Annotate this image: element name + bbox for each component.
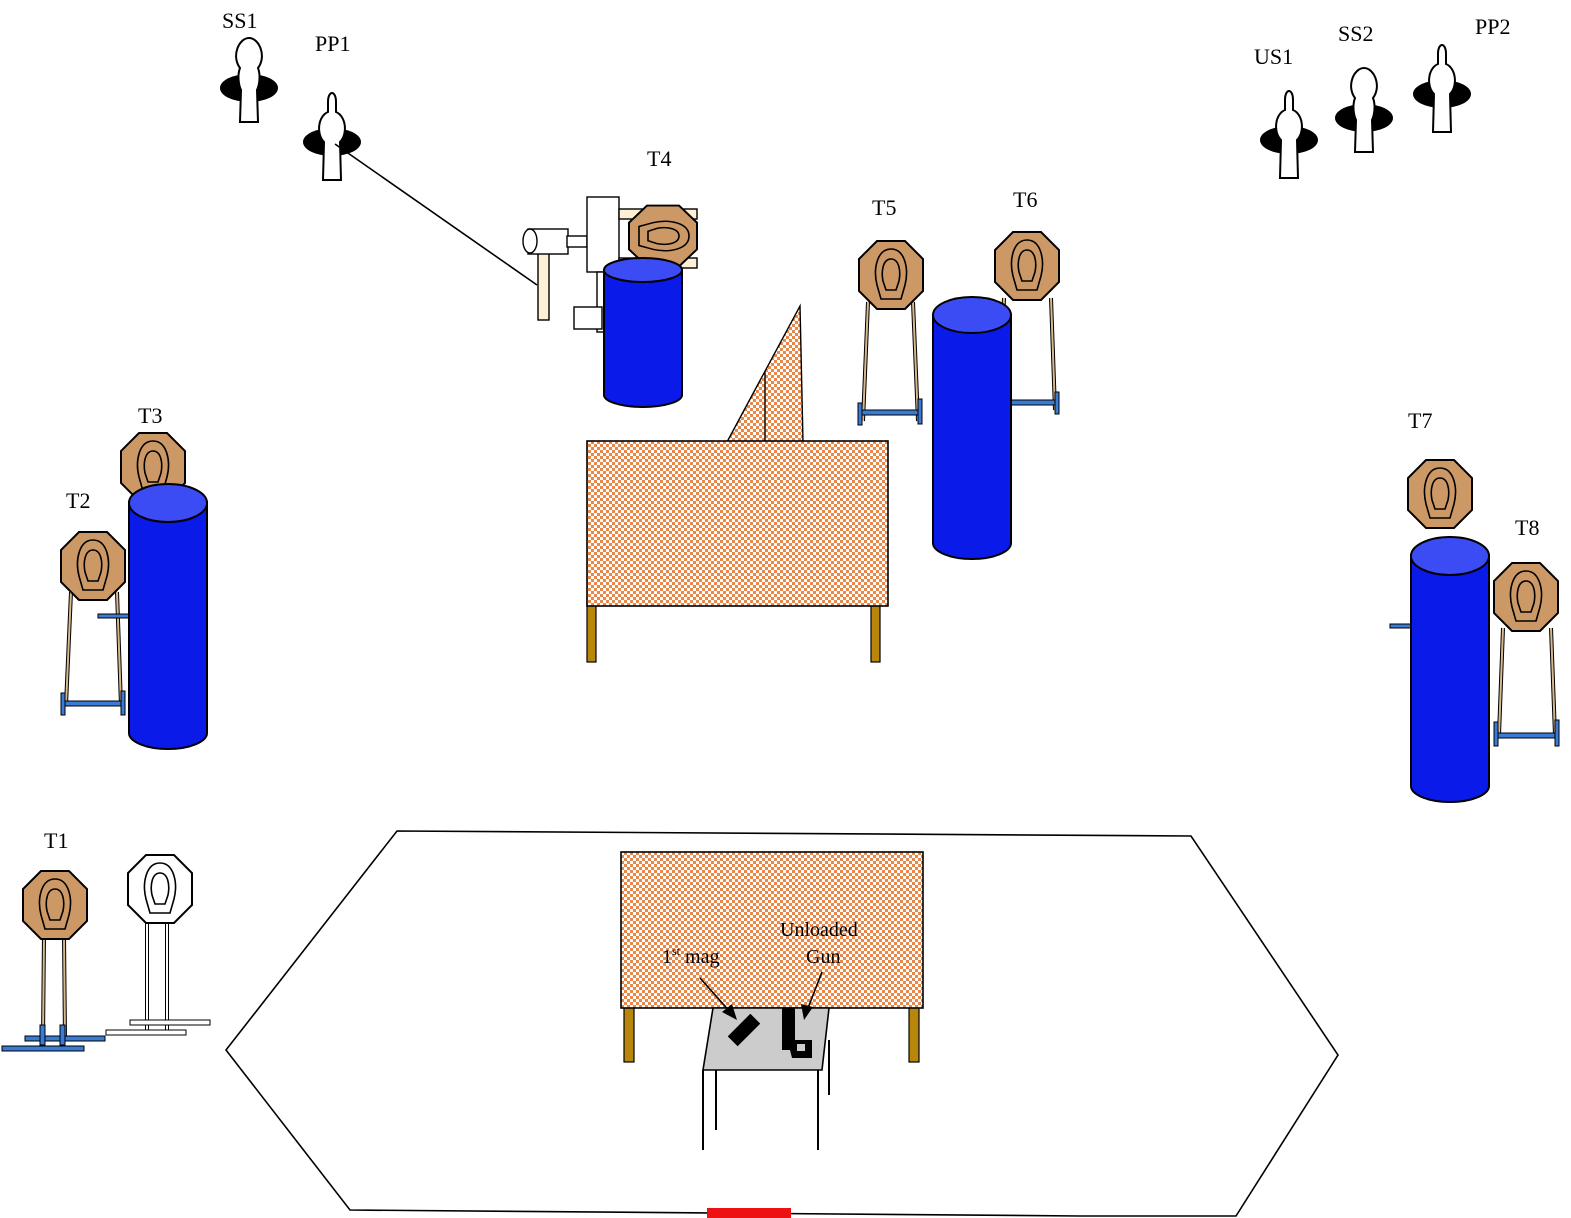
barrel-t7 — [1410, 536, 1490, 803]
label-t4: T4 — [647, 146, 671, 171]
magazine-icon — [727, 1013, 761, 1047]
activation-cable — [334, 143, 538, 286]
label-t6: T6 — [1013, 187, 1037, 212]
barrel-t2-t3 — [128, 483, 208, 750]
popper-pp2 — [1412, 44, 1472, 133]
steel-target-t5 — [858, 240, 924, 310]
start-position-marker — [707, 1208, 791, 1218]
barrel-t6 — [932, 296, 1012, 560]
target-stand-t5 — [857, 301, 923, 426]
no-shoot-stand — [105, 920, 211, 1036]
label-t2: T2 — [66, 488, 90, 513]
label-t7: T7 — [1408, 408, 1432, 433]
steel-target-t1 — [22, 870, 88, 940]
label-t3: T3 — [138, 403, 162, 428]
label-ss1: SS1 — [222, 8, 257, 33]
arrow-mag — [699, 977, 733, 1015]
target-stand-t2 — [60, 591, 133, 716]
steel-target-t6 — [994, 231, 1060, 301]
arrow-gun — [807, 971, 823, 1009]
label-ss2: SS2 — [1338, 21, 1373, 46]
no-shoot-steel — [127, 854, 193, 924]
label-unloaded: Unloaded — [780, 919, 858, 941]
steel-target-t7 — [1407, 459, 1473, 529]
shooting-area-boundary — [224, 830, 1339, 1217]
front-wall — [620, 851, 924, 1063]
label-t1: T1 — [44, 828, 68, 853]
popper-us1 — [1259, 90, 1319, 179]
steel-target-t8 — [1493, 562, 1559, 632]
popper-ss2 — [1334, 67, 1394, 153]
popper-pp1 — [302, 92, 362, 181]
popper-ss1 — [219, 37, 279, 123]
label-gun: Gun — [806, 946, 840, 968]
center-wall — [586, 440, 889, 663]
target-stand-t8 — [1389, 623, 1560, 747]
barrel-t4 — [603, 257, 683, 408]
label-first-mag: 1st mag — [662, 944, 719, 968]
pistol-icon — [782, 1008, 812, 1058]
steel-target-t2 — [60, 531, 126, 601]
label-t8: T8 — [1515, 515, 1539, 540]
start-table — [702, 1007, 830, 1150]
label-us1: US1 — [1254, 44, 1293, 69]
label-t5: T5 — [872, 195, 896, 220]
label-pp2: PP2 — [1475, 14, 1510, 39]
label-pp1: PP1 — [315, 31, 350, 56]
target-stand-t1 — [1, 934, 106, 1052]
